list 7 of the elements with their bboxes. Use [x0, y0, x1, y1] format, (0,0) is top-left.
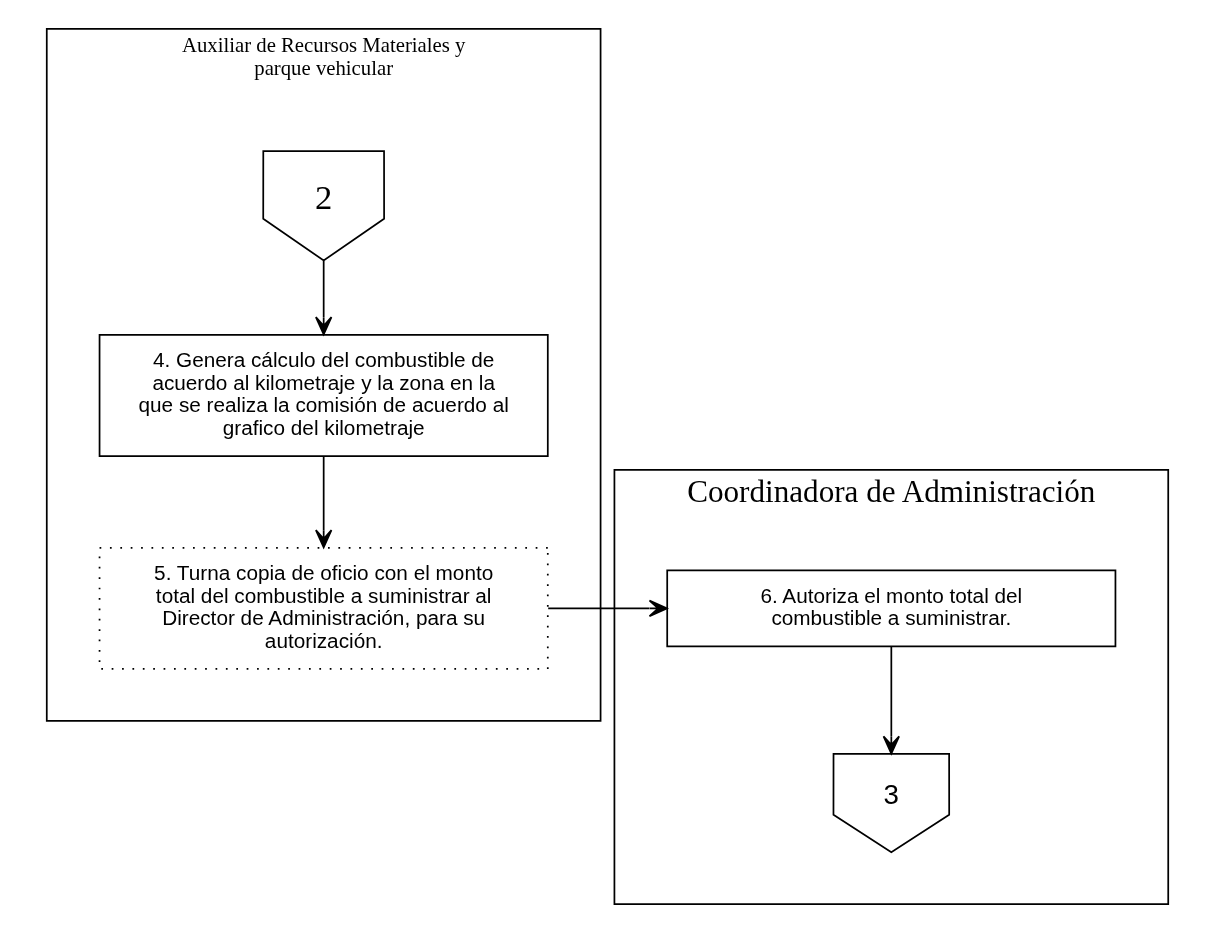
- node-box: 6. Autoriza el monto total del combustible a suministrar.: [666, 569, 1117, 648]
- node-box: 5. Turna copia de oficio con el monto total del combustible a suministrar al Director de Administración, para su autorización.: [98, 546, 549, 670]
- node-box: 4. Genera cálculo del combustible de acuerdo al kilometraje y la zona en la que se realiza la comisión de acuerdo al grafico del kilometraje: [98, 334, 549, 457]
- arrow: [315, 260, 333, 336]
- arrow: [315, 455, 333, 549]
- arrow: [882, 646, 900, 755]
- arrow: [547, 599, 668, 618]
